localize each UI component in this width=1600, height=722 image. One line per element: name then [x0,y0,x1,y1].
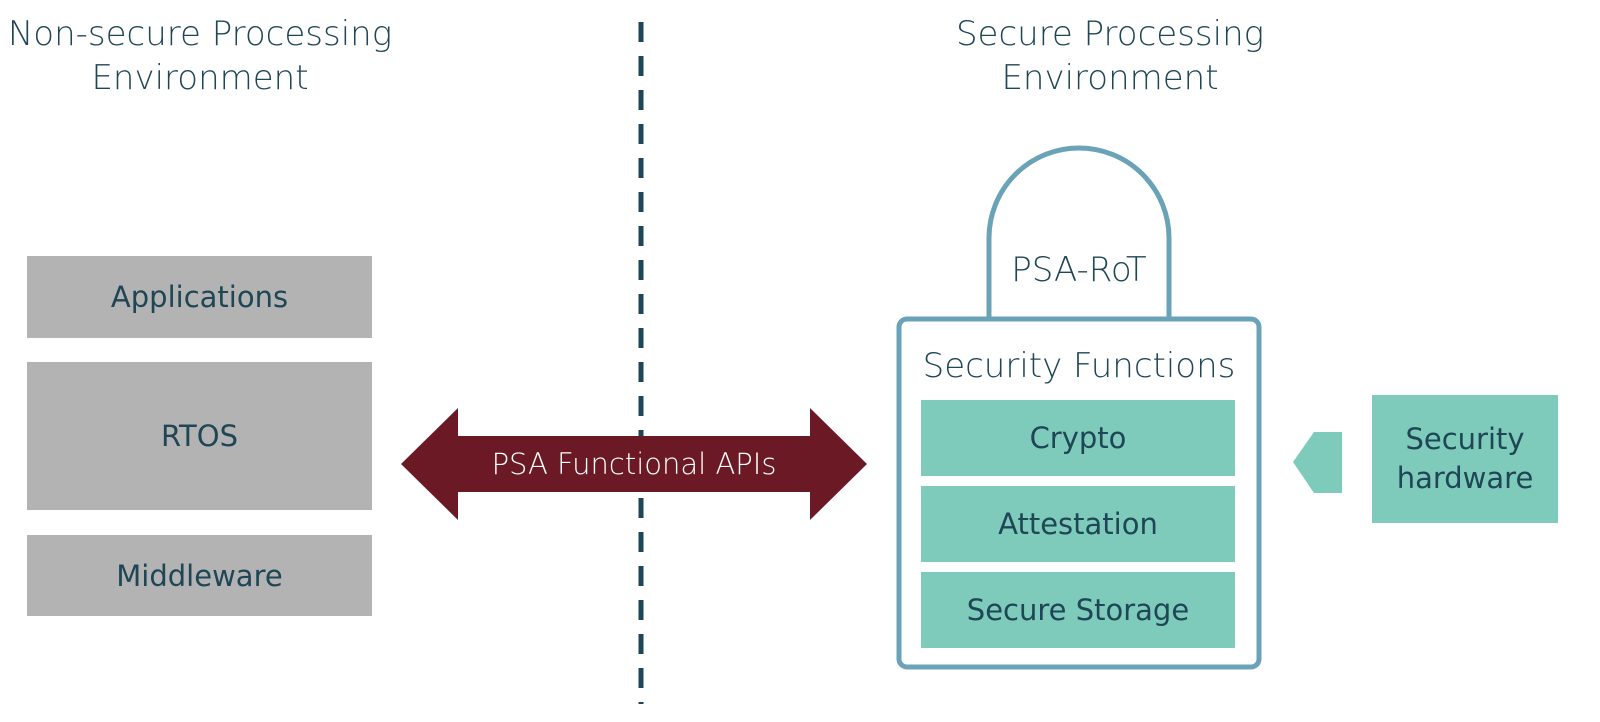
secure-heading: Secure Processing Environment [920,12,1300,100]
api-double-arrow [401,408,867,520]
security-hardware-box: Security hardware [1372,395,1558,523]
attestation-box: Attestation [921,486,1235,562]
security-hardware-line2: hardware [1396,461,1534,495]
nonsecure-heading-line2: Environment [91,58,309,98]
secure-heading-line1: Secure Processing [955,14,1265,54]
security-hardware-line1: Security [1405,422,1525,456]
middleware-box: Middleware [27,535,372,616]
lock-body [896,316,1262,670]
nonsecure-heading-line1: Non-secure Processing [7,14,393,54]
applications-box: Applications [27,256,372,338]
secure-storage-box: Secure Storage [921,572,1235,648]
security-functions-title: Security Functions [922,346,1236,386]
secure-heading-line2: Environment [1001,58,1219,98]
crypto-box: Crypto [921,400,1235,476]
lock-shackle [986,145,1172,318]
hardware-pointer-icon [1293,432,1342,493]
psa-rot-label: PSA-RoT [1011,250,1147,290]
nonsecure-heading: Non-secure Processing Environment [0,12,400,100]
rtos-box: RTOS [27,362,372,510]
api-arrow-label: PSA Functional APIs [491,447,777,481]
